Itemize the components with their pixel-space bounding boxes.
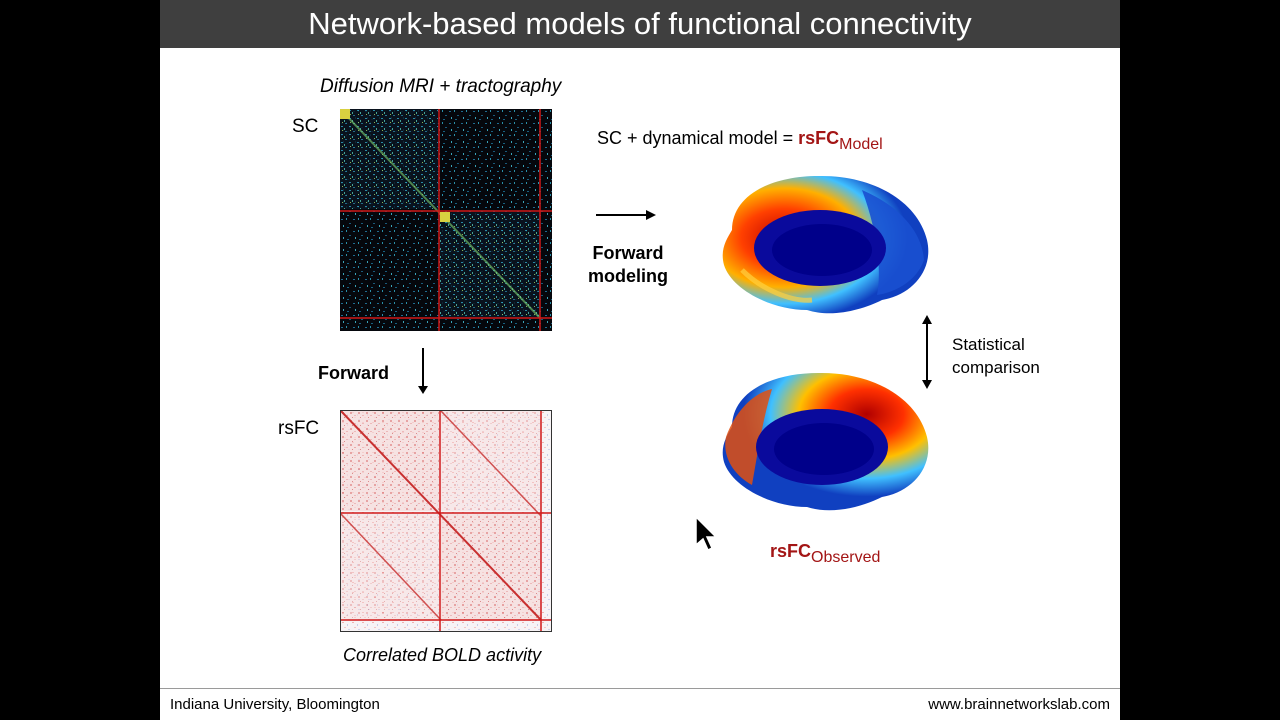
forward-modeling-line2: modeling xyxy=(588,266,668,286)
rsfc-label: rsFC xyxy=(278,418,320,439)
arrow-right-icon xyxy=(596,210,656,220)
mouse-cursor-icon xyxy=(695,515,718,552)
footer-right: www.brainnetworkslab.com xyxy=(928,696,1110,713)
sc-matrix xyxy=(340,109,552,331)
observed-rsfc-subscript: Observed xyxy=(811,549,881,566)
footer-divider xyxy=(160,688,1120,689)
brain-model-image xyxy=(722,175,929,314)
sc-caption: Diffusion MRI + tractography xyxy=(320,76,562,97)
slide: Network-based models of functional conne… xyxy=(160,0,1120,720)
statistical-comparison-label: Statistical comparison xyxy=(952,333,1040,379)
rsfc-matrix-image xyxy=(341,411,551,631)
observed-rsfc: rsFCObserved xyxy=(770,541,880,567)
bold-caption: Correlated BOLD activity xyxy=(343,645,542,665)
forward-label: Forward xyxy=(318,363,390,383)
forward-modeling-line1: Forward xyxy=(592,243,664,263)
model-equation: SC + dynamical model = rsFCModel xyxy=(597,128,883,154)
slide-title: Network-based models of functional conne… xyxy=(160,0,1120,48)
rsfc-matrix xyxy=(340,410,552,632)
model-rsfc: rsFCModel xyxy=(798,128,883,153)
stat-line2: comparison xyxy=(952,358,1040,377)
brain-observed-image xyxy=(722,372,929,511)
stat-line1: Statistical xyxy=(952,335,1025,354)
double-arrow-icon xyxy=(922,315,932,389)
sc-matrix-image xyxy=(340,109,552,331)
model-rsfc-subscript: Model xyxy=(839,136,883,153)
arrow-down-icon xyxy=(418,348,428,394)
observed-rsfc-text: rsFC xyxy=(770,541,812,561)
model-rsfc-text: rsFC xyxy=(798,128,840,148)
footer-left: Indiana University, Bloomington xyxy=(170,696,380,713)
model-equation-prefix: SC + dynamical model = xyxy=(597,128,799,148)
sc-label: SC xyxy=(292,116,319,137)
forward-modeling-label: Forward modeling xyxy=(586,242,670,288)
